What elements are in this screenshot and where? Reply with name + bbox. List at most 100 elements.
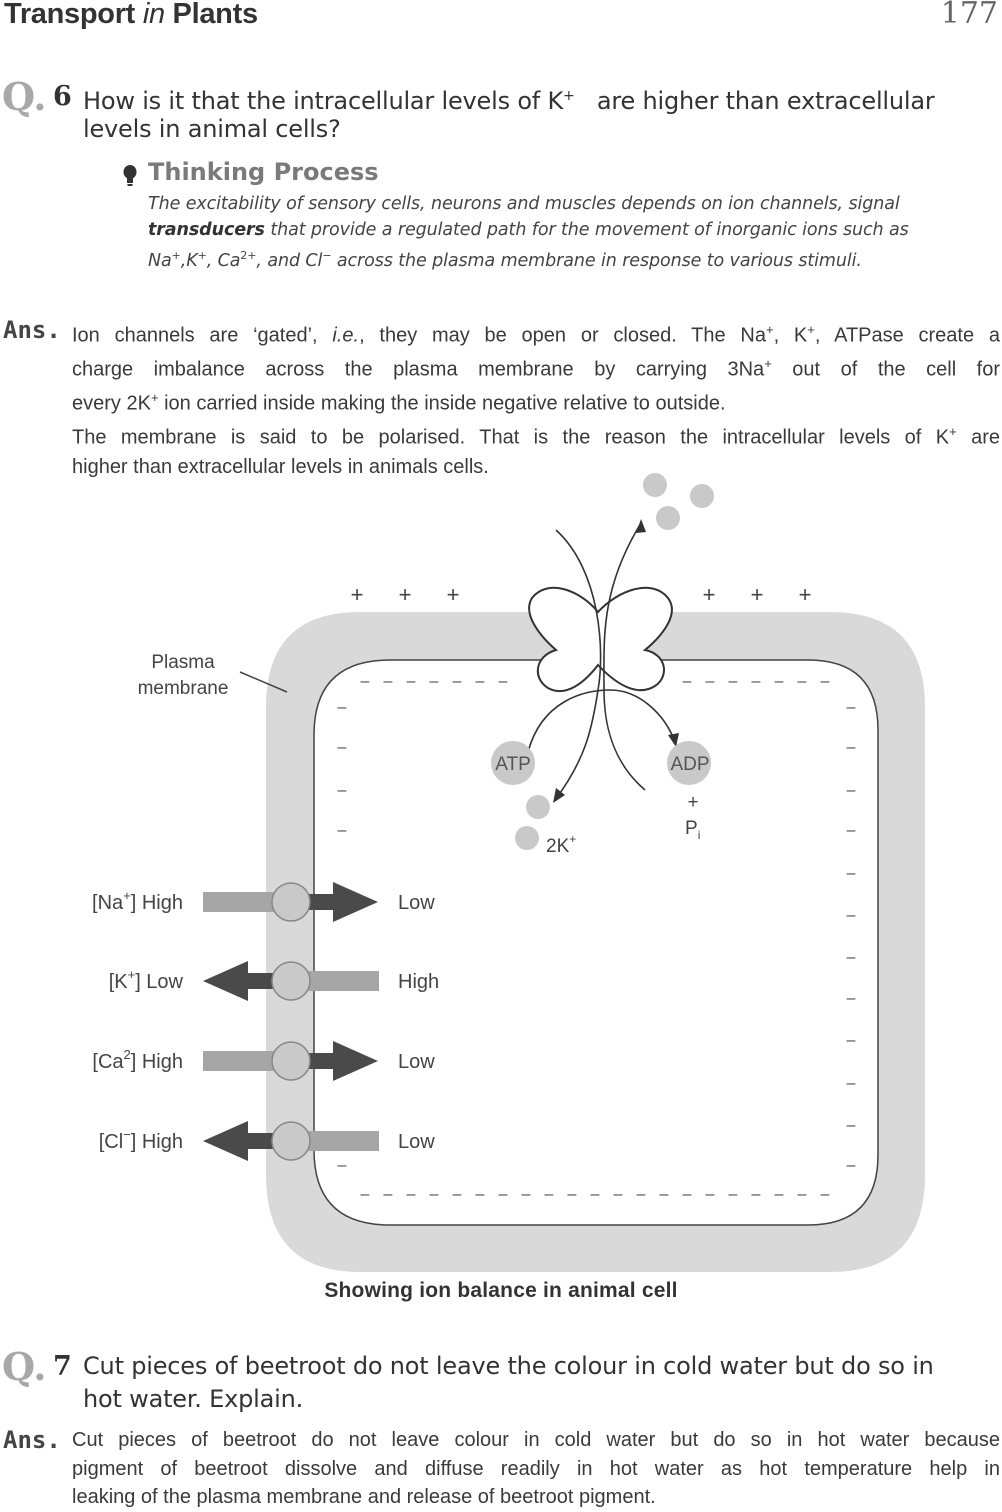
ion-outside-label: [Cl−] High (99, 1127, 183, 1153)
ion-channel-circle (271, 961, 311, 1001)
plus-sign: + (447, 582, 460, 607)
minus-sign: – (798, 1186, 807, 1203)
minus-sign: – (821, 1186, 830, 1203)
arrowhead-down (553, 788, 565, 803)
page-number: 177 (940, 0, 998, 31)
ion-outside-label: [Ca2] High (92, 1047, 183, 1073)
ion-channel-circle (271, 1041, 311, 1081)
minus-sign: – (729, 1186, 738, 1203)
minus-sign: – (847, 699, 856, 716)
minus-sign: – (847, 990, 856, 1007)
two-k-label: 2K+ (546, 832, 576, 857)
minus-sign: – (637, 1186, 646, 1203)
minus-sign: – (660, 1186, 669, 1203)
minus-sign: – (752, 673, 761, 690)
pump-transport-paths (527, 522, 676, 801)
atp-label: ATP (495, 754, 531, 775)
minus-sign: – (361, 673, 370, 690)
answer-q6-line-2: charge imbalance across the plasma membr… (72, 356, 1001, 381)
answer-q6-line-1: Ion channels are ‘gated’, i.e., they may… (72, 322, 1001, 347)
minus-sign: – (775, 1186, 784, 1203)
minus-sign: – (338, 739, 347, 756)
answer-label-q7: Ans. (3, 1426, 61, 1454)
ion-row: [Ca2] High Low (92, 1041, 435, 1081)
minus-sign: – (847, 1075, 856, 1092)
question-text-q7-line2: hot water. Explain. (83, 1385, 304, 1413)
answer-body-q6: Ion channels are ‘gated’, i.e., they may… (72, 316, 1000, 481)
thinking-process-body: The excitability of sensory cells, neuro… (148, 191, 948, 274)
question-text-q7-line1: Cut pieces of beetroot do not leave the … (83, 1352, 934, 1380)
membrane-pointer-line (239, 671, 288, 693)
plus-sign: + (751, 582, 764, 607)
minus-sign: – (847, 949, 856, 966)
minus-sign: – (847, 739, 856, 756)
question-text-q6-line1: How is it that the intracellular levels … (83, 87, 935, 115)
ion-row: [Cl−] High Low (99, 1121, 435, 1161)
minus-sign: – (361, 1186, 370, 1203)
inside-charges: ––––––––––––––––––––––––––––––––––––––––… (338, 673, 856, 1203)
minus-sign: – (798, 673, 807, 690)
question-text-q6-line2: levels in animal cells? (83, 115, 341, 143)
minus-sign: – (729, 673, 738, 690)
minus-sign: – (499, 673, 508, 690)
question-number-q7: 7 (53, 1351, 72, 1382)
arrowhead-up (636, 519, 646, 533)
plasma-membrane-label-line2: membrane (138, 678, 229, 699)
ion-inside-label: High (398, 971, 439, 993)
atp-circle (491, 741, 535, 785)
membrane-inner-edge (313, 659, 879, 1226)
minus-sign: – (752, 1186, 761, 1203)
arrow-outward (203, 1121, 285, 1161)
minus-sign: – (614, 1186, 623, 1203)
minus-sign: – (384, 673, 393, 690)
minus-sign: – (499, 1186, 508, 1203)
minus-sign: – (476, 673, 485, 690)
minus-sign: – (683, 673, 692, 690)
plus-sign: + (399, 582, 412, 607)
ion-outside-label: [K+] Low (109, 967, 184, 993)
answer-q6-line-4: The membrane is said to be polarised. Th… (72, 424, 1000, 450)
gradient-bar (300, 1131, 379, 1151)
pi-label: Pi (685, 818, 700, 842)
minus-sign: – (453, 673, 462, 690)
ion-outside-label: [Na+] High (92, 888, 183, 914)
minus-sign: – (522, 1186, 531, 1203)
thinking-line-1: The excitability of sensory cells, neuro… (148, 194, 900, 214)
plus-sign: + (351, 582, 364, 607)
minus-sign: – (683, 1186, 692, 1203)
question-mark-q7: Q. (2, 1344, 47, 1389)
minus-sign: – (847, 1117, 856, 1134)
gradient-bar (203, 1051, 283, 1071)
minus-sign: – (591, 1186, 600, 1203)
lightbulb-icon (123, 165, 137, 186)
minus-sign: – (430, 673, 439, 690)
answer-label-q6: Ans. (3, 316, 61, 344)
plasma-membrane (266, 612, 925, 1272)
ion-inside-label: Low (398, 1051, 435, 1073)
arrowhead-adp (668, 733, 679, 747)
answer-q7-line-3: leaking of the plasma membrane and relea… (72, 1486, 656, 1508)
k-ions-inside (515, 795, 550, 850)
minus-sign: – (847, 782, 856, 799)
arrow-inward (300, 1041, 378, 1081)
ion-row: [K+] Low High (109, 961, 439, 1001)
minus-sign: – (847, 1032, 856, 1049)
minus-sign: – (430, 1186, 439, 1203)
minus-sign: – (384, 1186, 393, 1203)
arrowheads (553, 519, 679, 803)
minus-sign: – (545, 1186, 554, 1203)
adp-circle (667, 741, 711, 785)
ion-inside-label: Low (398, 1131, 435, 1153)
answer-q7-line-1: Cut pieces of beetroot do not leave colo… (72, 1429, 1000, 1451)
gradient-bar (203, 892, 283, 912)
answer-body-q7: Cut pieces of beetroot do not leave colo… (72, 1426, 1000, 1512)
minus-sign: – (706, 1186, 715, 1203)
minus-sign: – (407, 673, 416, 690)
gradient-bar (300, 971, 379, 991)
ion-balance-diagram: + + + + + + ––––––––––––––––––––––––––––… (92, 473, 925, 1272)
minus-sign: – (338, 699, 347, 716)
plus-sign: + (703, 582, 716, 607)
ion-channel-circle (271, 882, 311, 922)
question-mark-q6: Q. (2, 74, 47, 119)
outside-charges: + + + + + + (351, 582, 812, 607)
